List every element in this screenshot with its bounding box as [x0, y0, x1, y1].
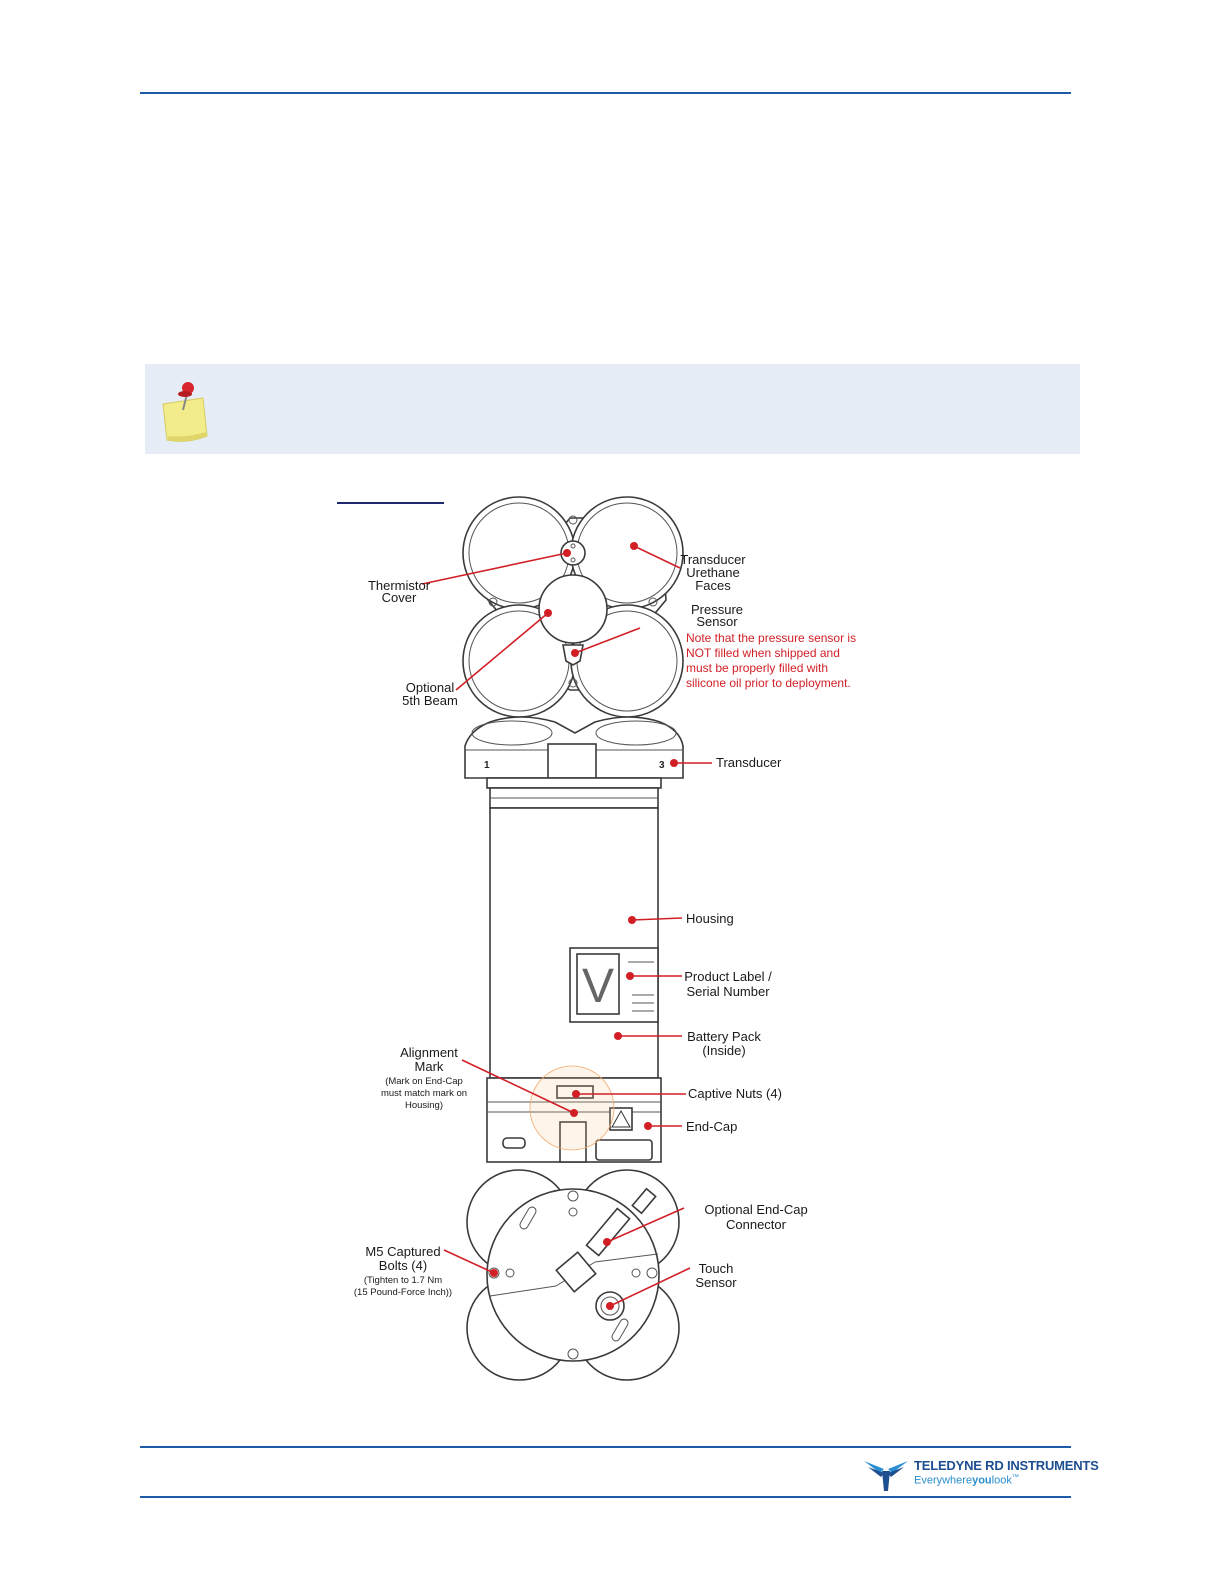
m5-note-2: (15 Pound-Force Inch))	[354, 1287, 452, 1298]
note-box	[145, 364, 1080, 454]
pushpin-note-icon	[162, 382, 208, 442]
label-thermistor-1: Thermistor	[368, 578, 431, 593]
figure-link-underline[interactable]	[337, 502, 444, 504]
logo-brand-text: TELEDYNE RD INSTRUMENTS	[914, 1458, 1099, 1473]
end-cap-bottom-view	[466, 1169, 680, 1381]
m5-note-1: (Tighten to 1.7 Nm	[364, 1275, 442, 1286]
label-transducer: Transducer	[716, 755, 782, 770]
label-transducer-faces-1: Transducer	[680, 552, 746, 567]
label-captive-nuts: Captive Nuts (4)	[688, 1086, 782, 1101]
product-label-letter: V	[582, 960, 614, 1013]
alignment-note-2: must match mark on	[381, 1088, 467, 1099]
label-transducer-faces-3: Faces	[695, 578, 731, 593]
label-alignment-2: Mark	[415, 1059, 444, 1074]
alignment-note-3: Housing)	[405, 1100, 443, 1111]
label-alignment-1: Alignment	[400, 1045, 458, 1060]
label-transducer-faces-2: Urethane	[686, 565, 739, 580]
label-product-1: Product Label /	[684, 969, 772, 984]
label-battery-2: (Inside)	[702, 1043, 745, 1058]
label-thermistor-2: Cover	[382, 590, 417, 605]
product-label: V	[569, 947, 659, 1023]
pressure-note-3: must be properly filled with	[686, 661, 828, 675]
label-connector-2: Connector	[726, 1217, 787, 1232]
label-pressure-2: Sensor	[696, 614, 738, 629]
header-rule	[140, 92, 1071, 94]
label-battery-1: Battery Pack	[687, 1029, 761, 1044]
transducer-side-view	[464, 716, 684, 809]
beam-1-label: 1	[484, 760, 490, 771]
label-5th-beam-1: Optional	[406, 680, 455, 695]
label-housing: Housing	[686, 911, 734, 926]
teledyne-logo-mark-icon	[864, 1461, 908, 1491]
housing-body	[489, 807, 659, 1079]
label-pressure-1: Pressure	[691, 602, 743, 617]
transducer-head-top-view	[462, 496, 684, 718]
label-5th-beam-2: 5th Beam	[402, 693, 458, 708]
pressure-note-1: Note that the pressure sensor is	[686, 631, 856, 645]
label-touch-2: Sensor	[695, 1275, 737, 1290]
label-m5-bolts-1: M5 Captured	[365, 1244, 440, 1259]
logo-tagline: Everywhereyoulook™	[914, 1474, 1019, 1487]
pressure-note-4: silicone oil prior to deployment.	[686, 676, 851, 690]
beam-3-label: 3	[659, 760, 665, 771]
label-product-2: Serial Number	[686, 984, 770, 999]
label-connector-1: Optional End-Cap	[704, 1202, 807, 1217]
teledyne-logo: TELEDYNE RD INSTRUMENTS Everywhereyouloo…	[862, 1455, 1099, 1495]
end-cap-side-view	[486, 1065, 662, 1163]
pressure-note-2: NOT filled when shipped and	[686, 646, 840, 660]
footer-rule-top	[140, 1446, 1071, 1448]
alignment-note-1: (Mark on End-Cap	[385, 1076, 463, 1087]
footer-rule-bottom	[140, 1496, 1071, 1498]
label-m5-bolts-2: Bolts (4)	[379, 1258, 427, 1273]
label-end-cap: End-Cap	[686, 1119, 737, 1134]
label-touch-1: Touch	[699, 1261, 734, 1276]
